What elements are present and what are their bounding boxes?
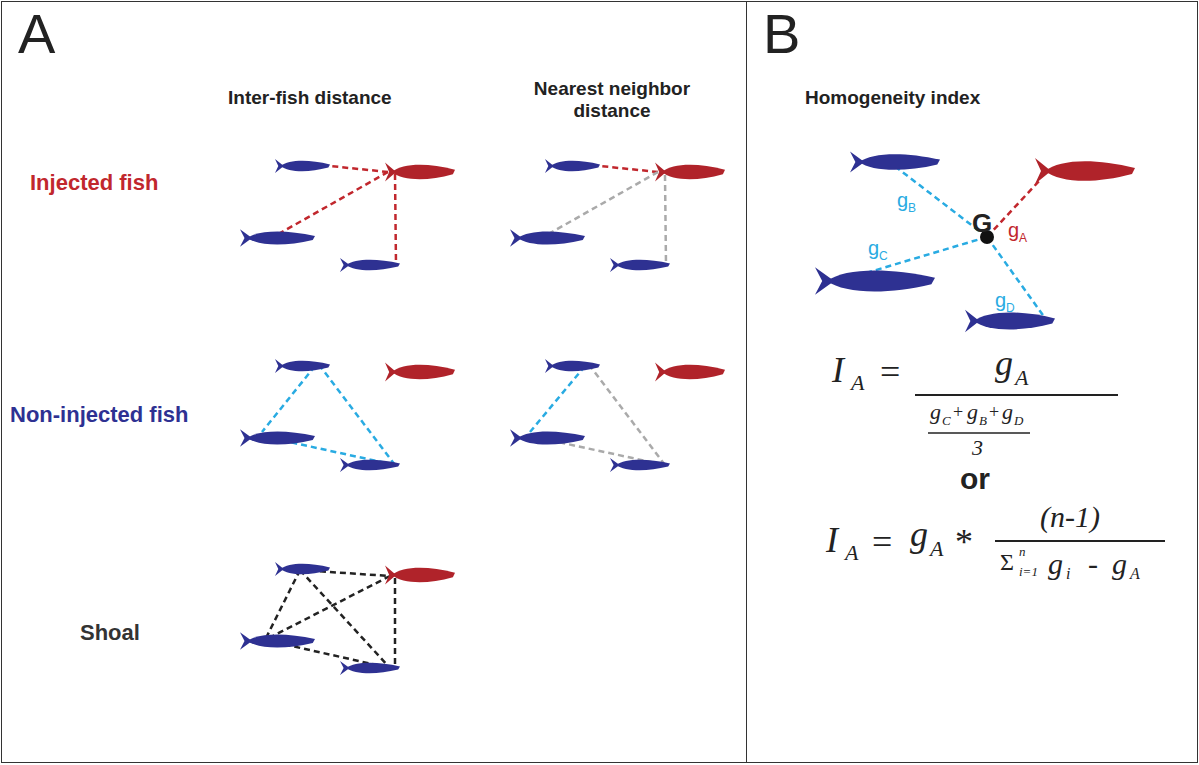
formula-subscript: B [979,414,987,427]
distance-subscript: B [908,202,916,214]
formula-symbol: = [880,354,900,390]
formula-symbol: = [872,524,892,560]
formula-subscript: A [851,372,864,394]
formula-symbol: g [1002,401,1013,423]
column-heading: Inter-fish distance [228,88,392,107]
distance-label: g [868,238,879,258]
panel-heading: Homogeneity index [805,88,980,107]
formula-symbol: * [955,524,973,560]
distance-label: g [1008,220,1019,240]
formula-subscript: A [1130,566,1140,582]
formula-symbol: g [995,345,1013,381]
formula-subscript: A [930,538,943,560]
formula-symbol: g [967,401,978,423]
formula-subscript: A [845,542,858,564]
connective-word: or [960,464,990,494]
formula-symbol: 3 [972,437,983,459]
panel-frame: B [746,1,1198,763]
formula-subscript: i=1 [1019,565,1038,578]
formula-subscript: D [1014,414,1023,427]
formula-symbol: g [1112,549,1127,579]
formula-symbol: Σ [1000,550,1014,574]
formula-symbol: g [1048,549,1063,579]
distance-label: g [995,290,1006,310]
formula-symbol: + [989,403,999,421]
formula-subscript: A [1015,367,1028,389]
formula-symbol: + [953,403,963,421]
distance-subscript: A [1019,232,1027,244]
formula-symbol: (n-1) [1040,502,1100,532]
formula-subscript: i [1066,566,1070,582]
formula-symbol: g [910,516,928,552]
panel-letter: B [763,6,800,62]
row-heading: Injected fish [30,172,158,194]
panel-letter: A [18,6,55,62]
column-heading: Nearest neighbor distance [512,78,712,122]
formula-symbol: I [832,352,844,388]
distance-subscript: C [879,250,888,262]
formula-subscript: C [942,414,951,427]
formula-symbol: - [1088,549,1098,579]
formula-symbol: I [826,522,838,558]
formula-superscript: n [1019,545,1026,558]
centroid-label: G [972,210,992,236]
distance-subscript: D [1006,302,1015,314]
row-heading: Shoal [80,622,140,644]
row-heading: Non-injected fish [10,404,188,426]
formula-symbol: g [930,401,941,423]
distance-label: g [897,190,908,210]
